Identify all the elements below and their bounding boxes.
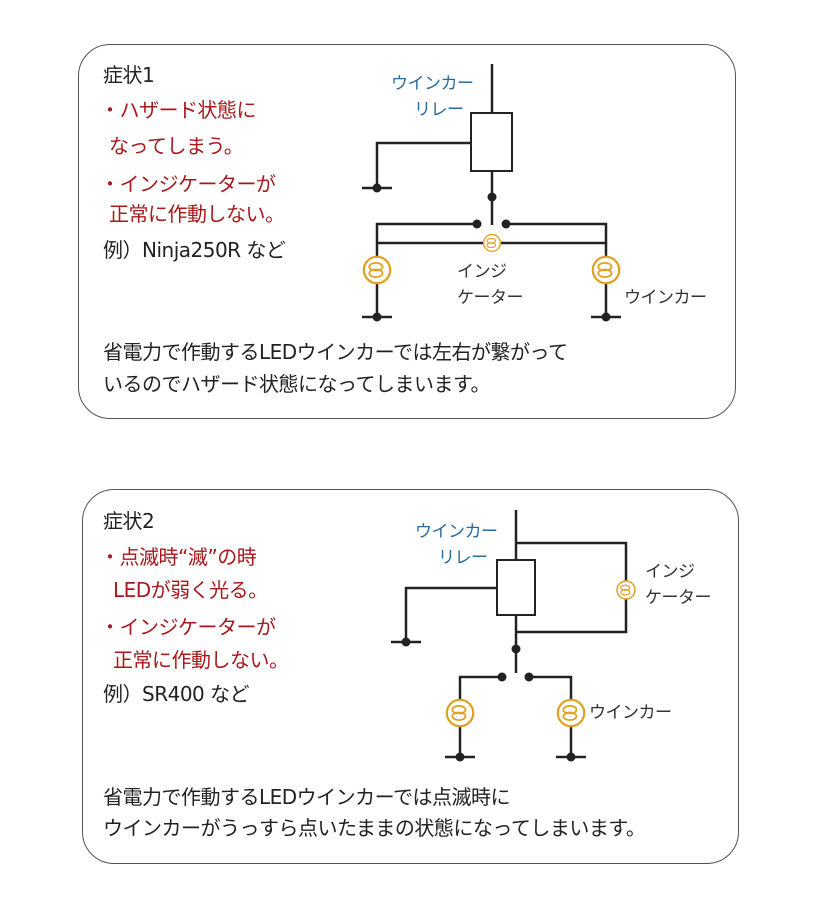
explanation-1-line-2: いるのでハザード状態になってしまいます。 (103, 372, 491, 396)
symptom-1-line-2: なってしまう。 (109, 134, 244, 158)
right-winker-lamp-icon (591, 255, 621, 285)
symptom-1-panel (78, 44, 736, 419)
relay-label-1a: ウインカー (391, 74, 474, 94)
relay-label-1b: リレー (414, 100, 464, 120)
explanation-2-line-2: ウインカーがうっすら点いたままの状態になってしまいます。 (103, 816, 646, 840)
symptom-1-line-1: ・ハザード状態に (100, 98, 257, 122)
symptom-1-line-4: 正常に作動しない。 (109, 202, 285, 226)
symptom-2-line-1: ・点滅時“滅”の時 (100, 545, 257, 569)
indicator-label-2a: インジ (645, 562, 695, 582)
indicator-lamp-icon (616, 580, 636, 600)
symptom-1-line-3: ・インジケーターが (100, 172, 276, 196)
symptom-2-title: 症状2 (103, 509, 155, 533)
symptom-2-line-3: ・インジケーターが (100, 615, 276, 639)
circuit-1-nodes (372, 183, 611, 322)
symptom-2-panel (82, 489, 739, 864)
winker-label-2: ウインカー (589, 703, 672, 723)
symptom-2-line-4: 正常に作動しない。 (113, 648, 289, 672)
relay-2 (496, 559, 536, 616)
relay-label-2b: リレー (438, 548, 488, 568)
circuit-2-nodes (401, 637, 576, 762)
winker-label-1: ウインカー (624, 288, 707, 308)
right-winker-lamp-icon (556, 698, 586, 728)
indicator-lamp-icon (482, 233, 502, 253)
indicator-label-2b: ケーター (645, 588, 712, 608)
circuit-2 (391, 510, 628, 759)
circuit-1 (362, 64, 621, 319)
left-winker-lamp-icon (445, 698, 475, 728)
explanation-2-line-1: 省電力で作動するLEDウインカーでは点滅時に (103, 785, 510, 809)
left-winker-lamp-icon (362, 255, 392, 285)
symptom-2-line-2: LEDが弱く光る。 (113, 578, 268, 602)
explanation-1-line-1: 省電力で作動するLEDウインカーでは左右が繋がって (103, 340, 568, 364)
symptom-1-example: 例）Ninja250R など (103, 238, 286, 262)
relay-1 (470, 112, 513, 172)
symptom-2-example: 例）SR400 など (103, 682, 250, 706)
indicator-label-1a: インジ (457, 262, 507, 282)
symptom-1-title: 症状1 (103, 63, 155, 87)
relay-label-2a: ウインカー (415, 522, 498, 542)
indicator-label-1b: ケーター (457, 288, 524, 308)
